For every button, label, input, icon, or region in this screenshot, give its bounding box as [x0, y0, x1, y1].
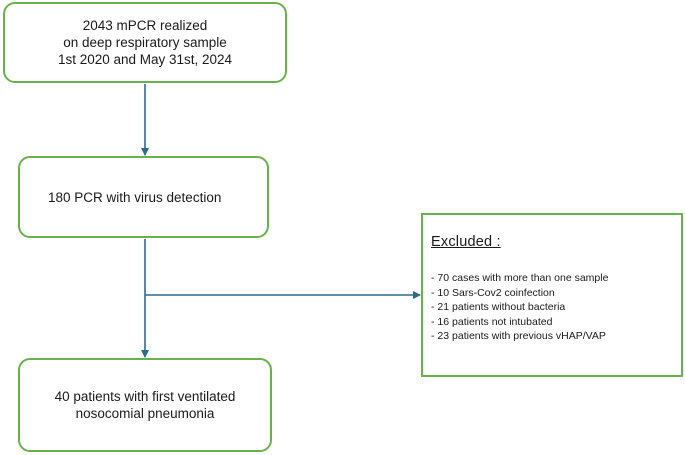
excluded-item: - 16 patients not intubated — [431, 315, 553, 328]
virus-detection-box: 180 PCR with virus detection — [18, 156, 269, 238]
excluded-box: Excluded : - 70 cases with more than one… — [421, 213, 683, 377]
excluded-item: - 10 Sars-Cov2 coinfection — [431, 286, 555, 299]
virus-detection-text: 180 PCR with virus detection — [48, 189, 222, 205]
excluded-item: - 70 cases with more than one sample — [431, 272, 609, 284]
excluded-item: - 23 patients with previous vHAP/VAP — [431, 330, 606, 342]
excluded-list: - 70 cases with more than one sample - 1… — [431, 271, 608, 344]
excluded-item: - 21 patients without bacteria — [431, 301, 566, 313]
initial-samples-box: 2043 mPCR realized on deep respiratory s… — [3, 2, 287, 83]
final-line-2: nosocomial pneumonia — [75, 406, 215, 421]
initial-line-3: 1st 2020 and May 31st, 2024 — [57, 52, 233, 67]
initial-line-2: on deep respiratory sample — [63, 35, 227, 50]
initial-line-1: 2043 mPCR realized — [82, 18, 208, 33]
final-line-1: 40 patients with first ventilated — [54, 389, 236, 404]
final-patients-box: 40 patients with first ventilated nosoco… — [18, 358, 272, 452]
excluded-title: Excluded : — [431, 234, 501, 250]
